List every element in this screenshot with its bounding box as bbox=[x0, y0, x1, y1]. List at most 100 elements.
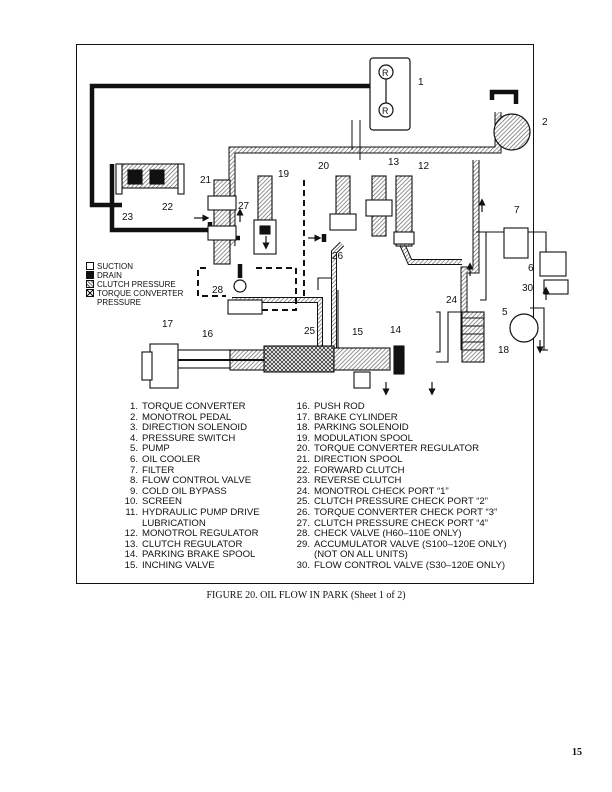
component-label: MONOTROL PEDAL bbox=[142, 411, 232, 423]
filter bbox=[503, 227, 529, 259]
oil-cooler bbox=[539, 251, 569, 295]
direction-spool bbox=[207, 179, 237, 265]
component-item: 24. MONOTROL CHECK PORT “1” bbox=[292, 485, 507, 498]
component-number: 10. bbox=[124, 496, 138, 508]
callout-24: 24 bbox=[446, 295, 458, 306]
component-number: 29. bbox=[296, 538, 310, 550]
torque-converter: R R bbox=[369, 57, 411, 131]
component-item: 25.CLUTCH PRESSURE CHECK PORT “2” bbox=[292, 497, 507, 508]
legend-torque-converter-pressure: TORQUE CONVERTER PRESSURE bbox=[86, 289, 183, 307]
component-number: 24. bbox=[296, 485, 310, 497]
component-number: 20. bbox=[296, 443, 310, 455]
component-number: 22. bbox=[296, 464, 310, 476]
component-label: TORQUE CONVERTER CHECK PORT “3” bbox=[314, 506, 498, 518]
component-number: 12. bbox=[124, 528, 138, 540]
component-label: DIRECTION SPOOL bbox=[314, 453, 403, 465]
component-label: MONOTROL CHECK PORT “1” bbox=[314, 485, 449, 497]
component-item: 14.PARKING BRAKE SPOOL bbox=[120, 550, 260, 561]
component-item: 29. ACCUMULATOR VALVE (S100–120E ONLY) bbox=[292, 538, 507, 551]
component-label: PARKING SOLENOID bbox=[314, 422, 409, 434]
component-item: 3. DIRECTION SOLENOID bbox=[120, 423, 260, 434]
component-item: 22. FORWARD CLUTCH bbox=[292, 464, 507, 477]
component-label: FORWARD CLUTCH bbox=[314, 464, 405, 476]
component-label: CLUTCH PRESSURE CHECK PORT “2” bbox=[314, 496, 488, 508]
callout-21: 21 bbox=[200, 175, 212, 186]
component-item: 1.TORQUE CONVERTER bbox=[120, 401, 260, 413]
torque-converter-pressure-swatch bbox=[86, 289, 94, 297]
component-item: 10.SCREEN bbox=[120, 497, 260, 508]
component-label: ACCUMULATOR VALVE (S100–120E ONLY) bbox=[314, 538, 507, 550]
component-label: PARKING BRAKE SPOOL bbox=[142, 549, 256, 561]
component-label: DIRECTION SOLENOID bbox=[142, 422, 248, 434]
component-item: 6. OIL COOLER bbox=[120, 453, 260, 466]
page-number: 15 bbox=[572, 747, 582, 758]
component-number: 16. bbox=[296, 401, 310, 412]
component-number: 3. bbox=[129, 422, 138, 434]
legend-clutch-pressure: CLUTCH PRESSURE bbox=[86, 280, 183, 289]
component-number: 21. bbox=[296, 453, 310, 465]
callout-7: 7 bbox=[514, 205, 520, 216]
figure-caption: FIGURE 20. OIL FLOW IN PARK (Sheet 1 of … bbox=[206, 590, 406, 601]
component-number: 23. bbox=[296, 475, 310, 487]
component-number: 5. bbox=[129, 443, 138, 455]
svg-text:R: R bbox=[382, 68, 389, 78]
component-item: 8.FLOW CONTROL VALVE bbox=[120, 476, 260, 487]
component-item: 20. TORQUE CONVERTER REGULATOR bbox=[292, 444, 507, 455]
callout-25: 25 bbox=[304, 326, 316, 337]
callout-5: 5 bbox=[502, 307, 508, 318]
component-label: HYDRAULIC PUMP DRIVE bbox=[142, 506, 260, 518]
component-number: 4. bbox=[129, 432, 138, 444]
component-label: LUBRICATION bbox=[142, 517, 206, 529]
legend-drain: DRAIN bbox=[86, 271, 183, 280]
component-item: 11.HYDRAULIC PUMP DRIVE bbox=[120, 506, 260, 519]
callout-23: 23 bbox=[122, 212, 134, 223]
check-valve bbox=[233, 279, 247, 293]
pump bbox=[509, 313, 539, 343]
callout-2: 2 bbox=[542, 117, 548, 128]
regulators bbox=[329, 175, 415, 247]
legend: SUCTION DRAIN CLUTCH PRESSURE TORQUE CON… bbox=[86, 262, 183, 307]
component-label: COLD OIL BYPASS bbox=[142, 485, 227, 497]
brake-and-inching-assembly bbox=[141, 343, 405, 389]
component-number: 1. bbox=[129, 401, 138, 412]
component-label: MODULATION SPOOL bbox=[314, 432, 413, 444]
component-item: LUBRICATION bbox=[120, 517, 260, 530]
component-label: FLOW CONTROL VALVE (S30–120E ONLY) bbox=[314, 559, 506, 571]
component-label: PUSH ROD bbox=[314, 401, 365, 412]
component-item: 15.INCHING VALVE bbox=[120, 559, 260, 572]
component-label: CLUTCH PRESSURE CHECK PORT “4” bbox=[314, 517, 488, 529]
component-label: PRESSURE SWITCH bbox=[142, 432, 236, 444]
component-label: OIL COOLER bbox=[142, 453, 201, 465]
callout-20: 20 bbox=[318, 161, 330, 172]
component-number: 26. bbox=[296, 506, 310, 518]
component-label: (NOT ON ALL UNITS) bbox=[314, 549, 408, 561]
component-number: 9. bbox=[129, 485, 138, 497]
callout-26: 26 bbox=[332, 251, 344, 262]
component-label: FLOW CONTROL VALVE bbox=[142, 475, 252, 487]
component-number: 17. bbox=[296, 411, 310, 423]
component-item: 7.FILTER bbox=[120, 464, 260, 477]
component-number: 15. bbox=[124, 559, 138, 571]
component-label: CLUTCH REGULATOR bbox=[142, 538, 243, 550]
component-label: FILTER bbox=[142, 464, 175, 476]
component-number: 28. bbox=[296, 528, 310, 540]
torque-converter-dashed-loop bbox=[197, 267, 297, 311]
component-number: 2. bbox=[129, 411, 138, 423]
component-label: BRAKE CYLINDER bbox=[314, 411, 398, 423]
component-item: 30. FLOW CONTROL VALVE (S30–120E ONLY) bbox=[292, 559, 507, 572]
modulation-spool bbox=[253, 175, 277, 255]
component-label: MONOTROL REGULATOR bbox=[142, 528, 259, 540]
component-label: TORQUE CONVERTER REGULATOR bbox=[314, 443, 480, 455]
figure-frame bbox=[76, 44, 534, 584]
callout-28: 28 bbox=[212, 285, 224, 296]
clutch-pressure-lines bbox=[228, 112, 547, 352]
component-item: 18. PARKING SOLENOID bbox=[292, 423, 507, 434]
component-number: 6. bbox=[129, 453, 138, 465]
component-label: PUMP bbox=[142, 443, 170, 455]
component-number: 30. bbox=[296, 559, 310, 571]
parking-solenoid bbox=[461, 311, 485, 363]
component-number: 13. bbox=[124, 538, 138, 550]
component-number: 18. bbox=[296, 422, 310, 434]
